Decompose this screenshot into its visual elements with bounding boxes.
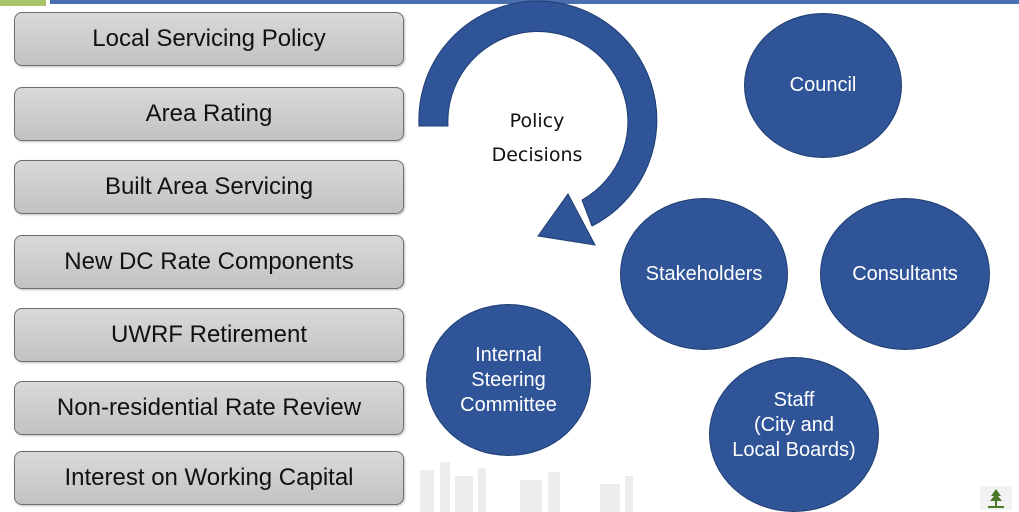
policy-box-local-servicing: Local Servicing Policy: [14, 12, 404, 66]
policy-box-uwrf: UWRF Retirement: [14, 308, 404, 362]
steering-line2: Steering: [471, 368, 546, 391]
bubble-council-label: Council: [789, 74, 857, 96]
policy-box-area-rating: Area Rating: [14, 87, 404, 141]
policy-box-built-area: Built Area Servicing: [14, 160, 404, 214]
bubble-stakeholders-label: Stakeholders: [645, 262, 763, 285]
steering-line1: Internal: [475, 343, 542, 366]
title-accent-corner: [0, 0, 46, 6]
bubble-stakeholders: Stakeholders: [620, 198, 788, 350]
staff-line3: Local Boards): [732, 439, 856, 461]
policy-box-non-residential: Non-residential Rate Review: [14, 381, 404, 435]
bubble-consultants-label: Consultants: [852, 262, 958, 285]
policy-box-interest: Interest on Working Capital: [14, 451, 404, 505]
policy-box-dc-rate: New DC Rate Components: [14, 235, 404, 289]
staff-line2: (City and: [753, 414, 835, 436]
bubble-council: Council: [744, 13, 902, 158]
bubble-steering-committee: Internal Steering Committee: [426, 304, 591, 456]
bubble-staff: Staff (City and Local Boards): [709, 357, 879, 512]
city-logo-icon: [980, 486, 1012, 510]
staff-line1: Staff: [773, 389, 815, 411]
policy-label-line2: Decisions: [491, 144, 583, 166]
steering-line3: Committee: [460, 393, 557, 416]
bubble-consultants: Consultants: [820, 198, 990, 350]
policy-label-line1: Policy: [509, 110, 565, 132]
policy-decisions-label: Policy Decisions: [487, 104, 587, 172]
